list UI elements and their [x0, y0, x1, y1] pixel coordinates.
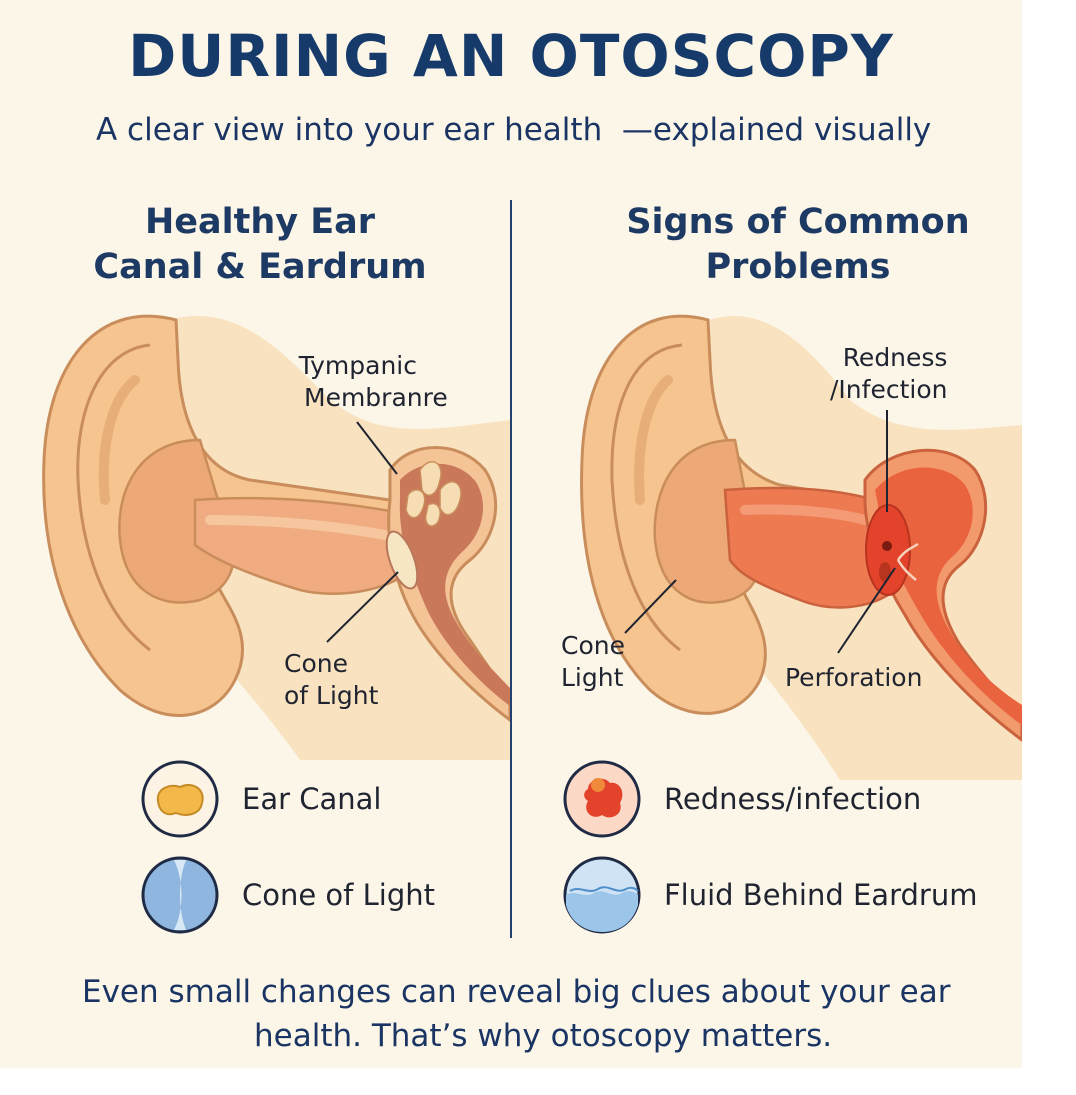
problems-title-line1: Signs of Common [626, 202, 970, 242]
legend-item-redness: Redness/infection [562, 759, 921, 839]
infographic-page: DURING AN OTOSCOPY A clear view into you… [0, 0, 1022, 1068]
footer-message: Even small changes can reveal big clues … [0, 970, 1000, 1058]
problems-title-line2: Problems [705, 247, 891, 287]
ear-canal-swatch-icon [141, 760, 219, 838]
healthy-title-line2: Canal & Eardrum [93, 247, 427, 287]
footer-line2: health. That’s why otoscopy matters. [254, 1018, 833, 1054]
page-subtitle: A clear view into your ear health —expla… [96, 112, 932, 148]
legend-label-cone-of-light: Cone of Light [242, 878, 435, 912]
legend-item-ear-canal: Ear Canal [140, 759, 381, 839]
healthy-panel-title: Healthy Ear Canal & Eardrum [60, 200, 460, 290]
label-tympanic-membrane: Tympanic Membranre [298, 351, 448, 412]
legend-label-ear-canal: Ear Canal [242, 782, 382, 816]
problems-ear-illustration [580, 314, 1022, 780]
footer-line1: Even small changes can reveal big clues … [82, 974, 951, 1010]
label-redness-infection: Redness /Infection [830, 343, 948, 404]
legend-label-fluid: Fluid Behind Eardrum [664, 878, 978, 912]
page-title: DURING AN OTOSCOPY [128, 22, 894, 90]
label-perforation: Perforation [785, 663, 923, 692]
label-cone-of-light-healthy: Cone of Light [284, 649, 379, 710]
panel-divider [510, 200, 512, 938]
healthy-ear-illustration [42, 314, 510, 760]
legend-label-redness: Redness/infection [664, 782, 922, 816]
label-cone-light-problems: Cone Light [561, 631, 625, 692]
legend-item-cone-of-light: Cone of Light [140, 855, 435, 935]
redness-swatch-icon [563, 760, 641, 838]
healthy-title-line1: Healthy Ear [144, 202, 376, 242]
fluid-swatch-icon [563, 856, 641, 934]
cone-of-light-swatch-icon [141, 856, 219, 934]
legend-item-fluid: Fluid Behind Eardrum [562, 855, 977, 935]
problems-panel-title: Signs of Common Problems [598, 200, 998, 290]
